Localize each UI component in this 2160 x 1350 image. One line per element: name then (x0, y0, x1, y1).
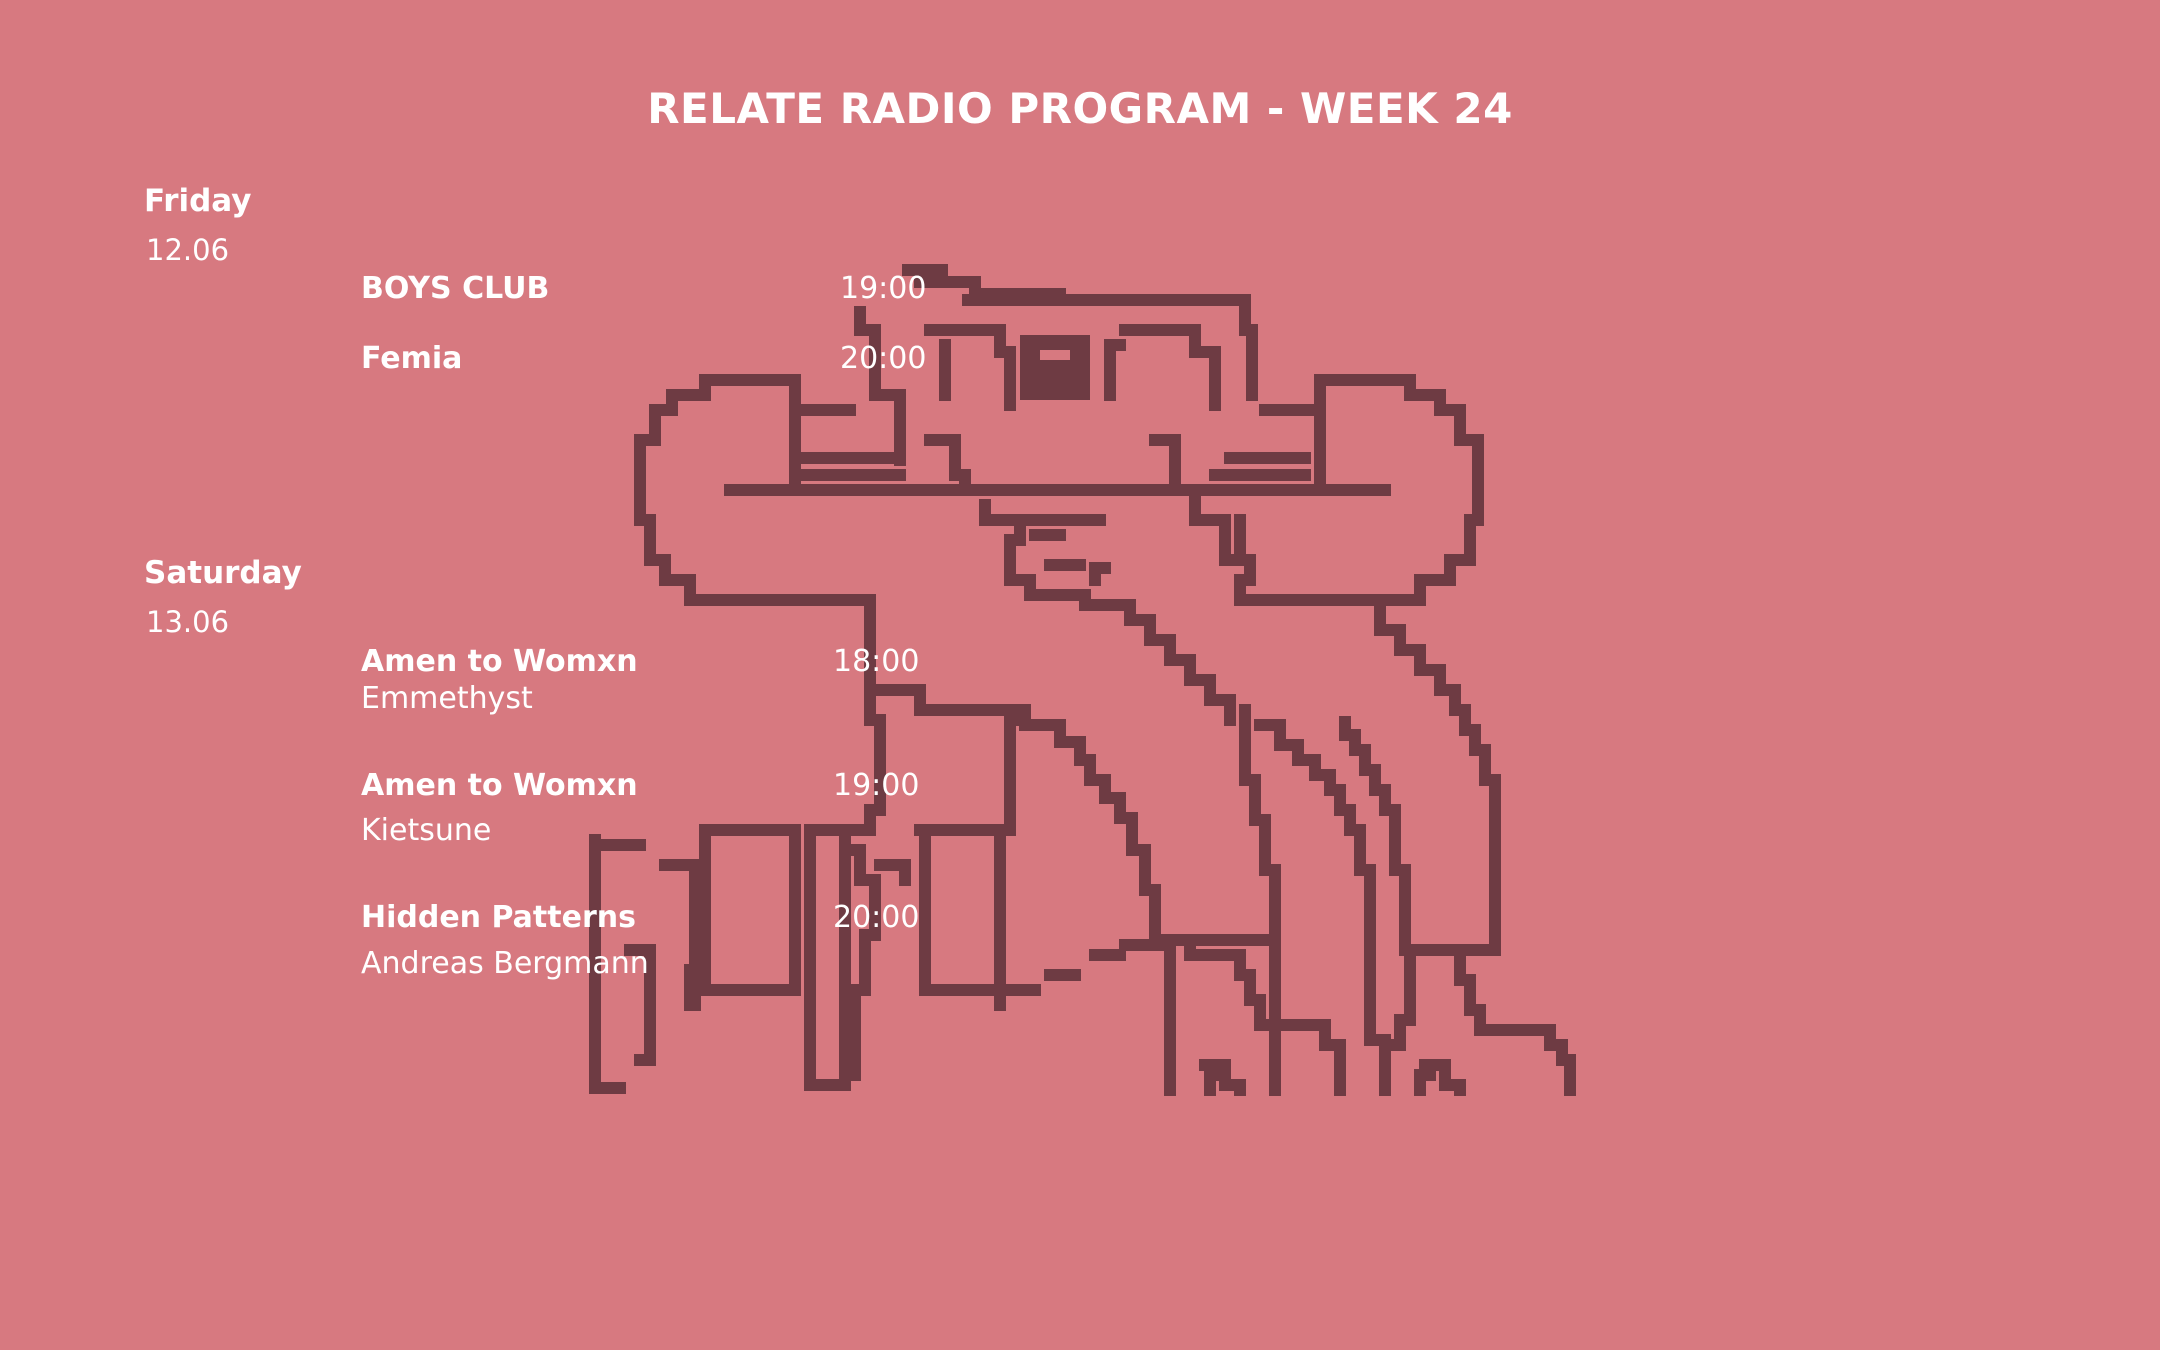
day-label-friday: Friday (144, 183, 252, 219)
show-time: 19:00 (840, 271, 927, 306)
show-host: Andreas Bergmann (361, 946, 649, 981)
show-host: Emmethyst (361, 681, 533, 716)
show-title: Hidden Patterns (361, 900, 636, 935)
show-time: 20:00 (833, 900, 920, 935)
show-time: 19:00 (833, 768, 920, 803)
show-title: Amen to Womxn (361, 644, 638, 679)
show-title: Amen to Womxn (361, 768, 638, 803)
date-label-saturday: 13.06 (146, 605, 230, 639)
show-title: BOYS CLUB (361, 271, 550, 306)
show-title: Femia (361, 341, 463, 376)
show-host: Kietsune (361, 813, 492, 848)
show-time: 18:00 (833, 644, 920, 679)
date-label-friday: 12.06 (146, 233, 230, 267)
program-title: RELATE RADIO PROGRAM - WEEK 24 (647, 84, 1513, 133)
day-label-saturday: Saturday (144, 555, 302, 591)
show-time: 20:00 (840, 341, 927, 376)
